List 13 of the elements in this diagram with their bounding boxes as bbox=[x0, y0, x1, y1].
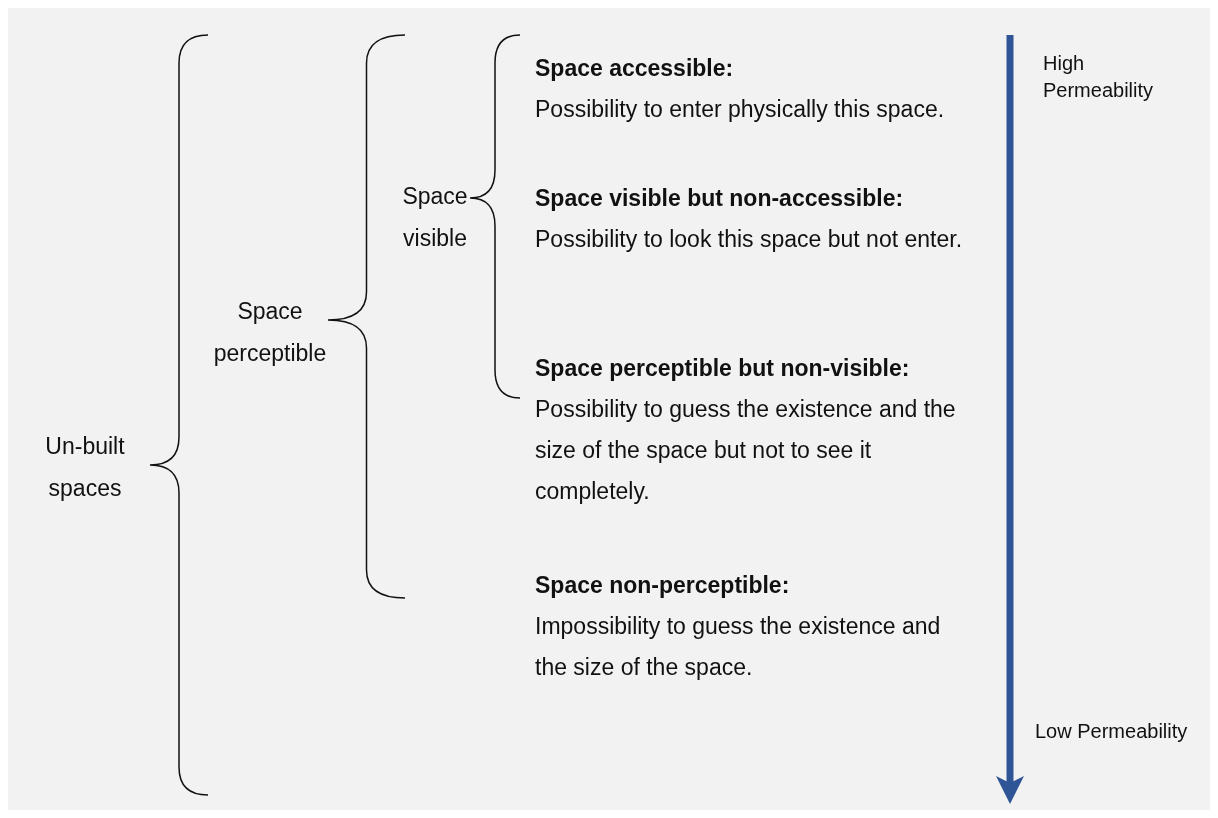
permeability-label: Low Permeability bbox=[1035, 719, 1189, 744]
description-text: Possibility to enter physically this space. bbox=[535, 95, 946, 124]
description-heading: Space visible but non-accessible: bbox=[535, 184, 905, 213]
description-heading: Space accessible: bbox=[535, 54, 735, 83]
group-label: Un-built spaces bbox=[20, 425, 150, 509]
group-label: Space perceptible bbox=[205, 290, 335, 374]
description-heading: Space non-perceptible: bbox=[535, 571, 791, 600]
group-label: Space visible bbox=[390, 175, 480, 259]
permeability-label: High Permeability bbox=[1043, 51, 1155, 103]
description-text: Impossibility to guess the existence and the size of the space. bbox=[535, 612, 942, 682]
description-text: Possibility to guess the existence and the size of the space but not to see it completely. bbox=[535, 395, 957, 506]
description-text: Possibility to look this space but not enter. bbox=[535, 225, 964, 254]
description-heading: Space perceptible but non-visible: bbox=[535, 354, 911, 383]
